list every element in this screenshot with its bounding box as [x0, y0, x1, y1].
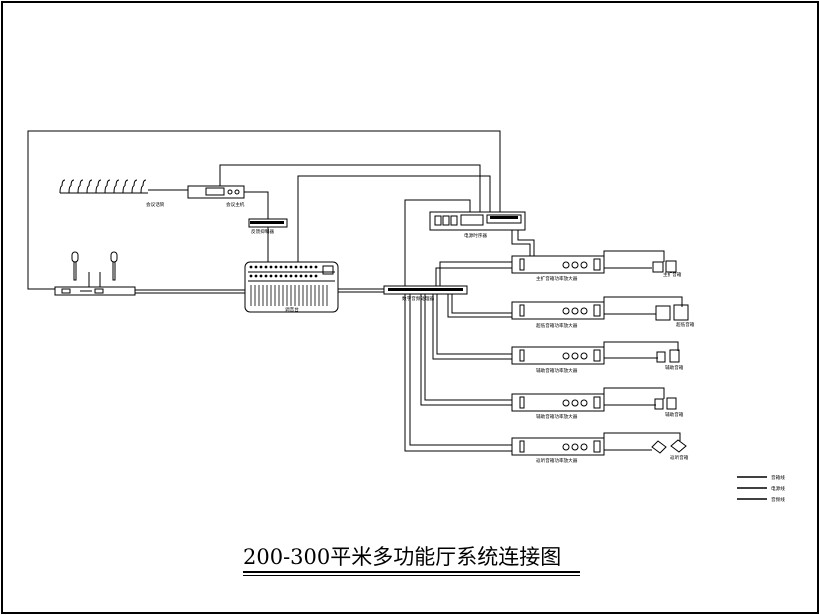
- wire-processor-power: [404, 199, 471, 286]
- wire-amp-spk-return: [603, 432, 681, 443]
- speaker-return: [651, 439, 687, 454]
- label-spk-sub: 超低音箱: [676, 321, 695, 328]
- mixer-faders: [250, 285, 328, 306]
- conference-host: [187, 185, 245, 199]
- speaker-sub: [655, 304, 689, 321]
- wire-proc-amp-return-2: [404, 294, 512, 452]
- mixer-knobs: [249, 216, 518, 291]
- label-spk-return: 返听音箱: [670, 454, 689, 461]
- wire-receiver-power: [27, 130, 501, 290]
- wire-amp-spk-main: [603, 250, 665, 262]
- wire-host-feedback: [244, 191, 269, 219]
- label-spk-aux1: 辅助音箱: [665, 364, 684, 371]
- wire-mixer-power: [297, 175, 491, 262]
- speaker-aux1: [656, 349, 680, 363]
- label-spk-aux2: 辅助音箱: [665, 411, 684, 418]
- wire-proc-amp-aux2-2: [420, 294, 512, 406]
- label-processor: 数字音频处理器: [402, 295, 435, 302]
- wire-proc-amp-main: [439, 261, 512, 286]
- wire-proc-amp-aux2: [424, 294, 512, 401]
- label-feedback-suppressor: 反馈抑制器: [251, 228, 274, 235]
- wire-host-power: [219, 164, 481, 212]
- label-conference-host: 会议主机: [226, 201, 245, 208]
- amp-return: [511, 437, 605, 456]
- diagram-title: 200-300平米多功能厅系统连接图: [243, 545, 562, 569]
- wire-proc-amp-main-2: [435, 267, 512, 286]
- wire-proc-amp-aux1: [436, 294, 512, 355]
- label-amp-aux1: 辅助音箱功率放大器: [536, 367, 578, 374]
- conference-mics: [59, 179, 148, 194]
- legend-label-power: 电源线: [771, 485, 785, 492]
- legend-label-audio: 音频线: [771, 496, 785, 503]
- label-conference-mic: 会议话筒: [146, 201, 165, 208]
- power-sequencer: [429, 211, 526, 231]
- wire-proc-amp-return: [409, 294, 512, 446]
- feedback-suppressor: [248, 218, 288, 228]
- wire-proc-amp-aux1-2: [432, 294, 512, 360]
- legend-label-speaker: 音箱线: [771, 474, 785, 481]
- label-amp-sub: 超低音箱功率放大器: [536, 322, 578, 329]
- label-power-sequencer: 电源时序器: [464, 232, 487, 239]
- title-underline-thin: [243, 575, 580, 576]
- wire-power-amp-2: [517, 230, 535, 256]
- amp-aux2: [511, 393, 605, 412]
- speaker-main: [652, 260, 677, 273]
- amp-main: [511, 255, 605, 274]
- label-amp-main: 主扩音箱功率放大器: [536, 275, 578, 282]
- mixer: [244, 261, 339, 313]
- speaker-aux2: [654, 397, 677, 410]
- wire-proc-amp-sub: [451, 294, 512, 314]
- title-underline: [243, 571, 580, 573]
- wire-amp-spk-aux1: [603, 341, 679, 351]
- wire-amp-spk-aux2: [603, 387, 665, 399]
- label-mixer: 调音台: [285, 306, 299, 313]
- wireless-receiver: [54, 251, 136, 296]
- label-amp-aux2: 辅助音箱功率放大器: [536, 413, 578, 420]
- audio-processor: [383, 285, 468, 295]
- amp-aux1: [511, 346, 605, 365]
- amp-sub: [511, 301, 605, 320]
- wire-power-amp: [511, 230, 531, 256]
- label-spk-main: 主扩音箱: [663, 271, 682, 278]
- label-amp-return: 返听音箱功率放大器: [536, 457, 578, 464]
- wire-proc-amp-sub-2: [447, 294, 512, 318]
